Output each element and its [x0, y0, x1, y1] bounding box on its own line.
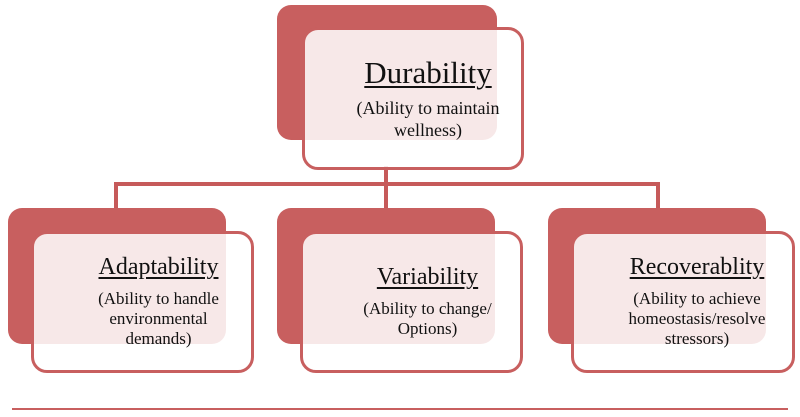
child-description: (Ability to handle environmental demands… [98, 288, 219, 349]
child-node-recoverablity: Recoverablity (Ability to achieve homeos… [548, 208, 797, 374]
root-node: Durability (Ability to maintain wellness… [277, 5, 525, 170]
connector-center-drop [384, 182, 388, 210]
child-node-adaptability: Adaptability (Ability to handle environm… [8, 208, 255, 374]
connector-right-drop [656, 182, 660, 210]
root-description: (Ability to maintain wellness) [356, 97, 500, 140]
child-description: (Ability to achieve homeostasis/resolve … [628, 288, 766, 349]
child-node-card: Adaptability (Ability to handle environm… [31, 231, 254, 373]
child-description: (Ability to change/ Options) [363, 298, 492, 339]
child-title: Variability [376, 264, 479, 291]
root-node-card: Durability (Ability to maintain wellness… [302, 27, 524, 170]
child-title: Recoverablity [629, 254, 765, 281]
root-title: Durability [364, 54, 492, 90]
connector-root-stem [384, 166, 388, 184]
footer-divider [12, 408, 788, 410]
child-title: Adaptability [98, 254, 219, 281]
child-node-card: Variability (Ability to change/ Options) [300, 231, 523, 373]
child-node-variability: Variability (Ability to change/ Options) [277, 208, 524, 374]
child-node-card: Recoverablity (Ability to achieve homeos… [571, 231, 795, 373]
connector-left-drop [114, 182, 118, 210]
